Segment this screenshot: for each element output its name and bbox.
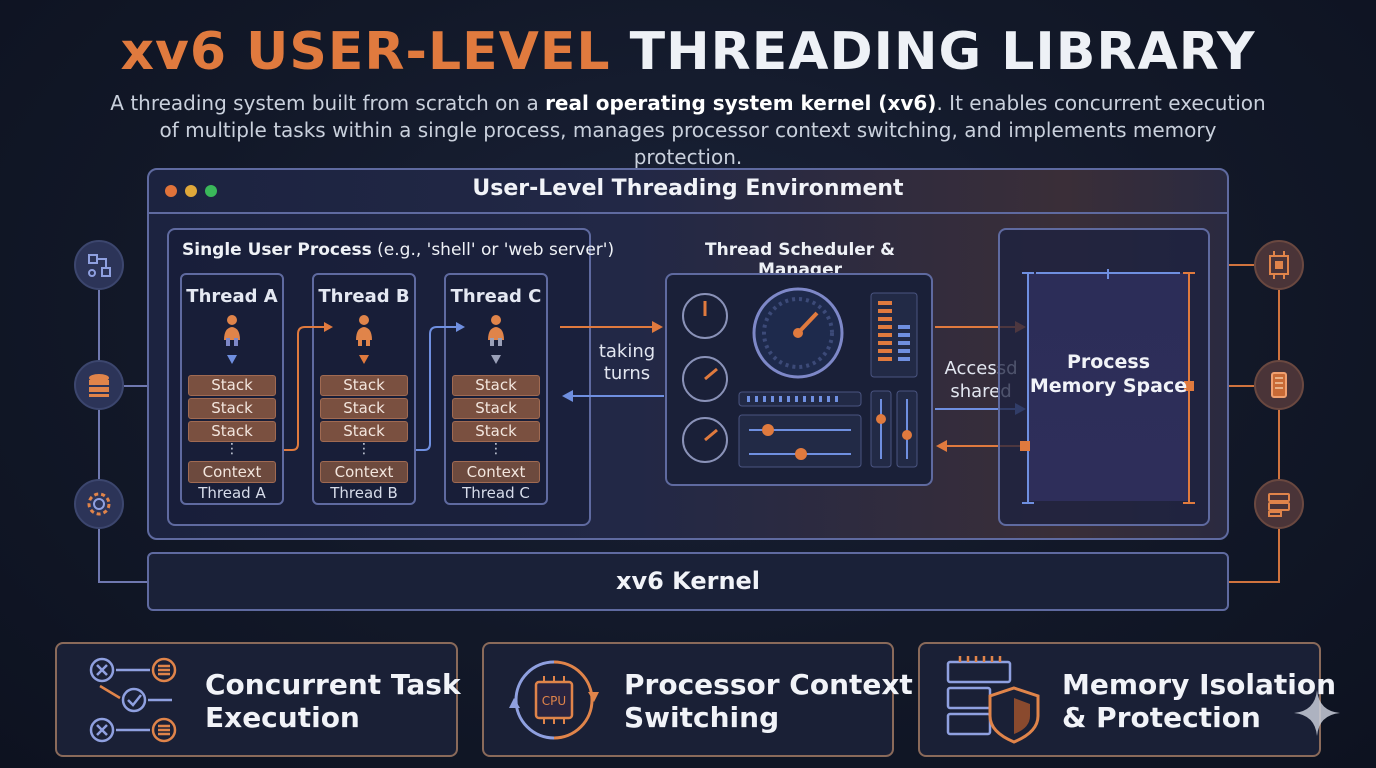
stack-row-b-1: Stack [320, 375, 408, 396]
stack-row-b-2: Stack [320, 398, 408, 419]
arrow-b-to-c [416, 326, 458, 451]
person-icon-a [224, 315, 240, 364]
subtitle-text-bold: real operating system kernel (xv6) [545, 91, 937, 115]
storage-icon [1254, 479, 1304, 529]
taking-turns-label: taking turns [598, 341, 656, 384]
person-icon-c [488, 315, 504, 364]
thread-footer-a: Thread A [198, 484, 266, 502]
sparkle-icon [1294, 690, 1340, 736]
stack-row-c-2: Stack [452, 398, 540, 419]
stack-row-c-1: Stack [452, 375, 540, 396]
stack-row-a-2: Stack [188, 398, 276, 419]
feature-label-context-switch-line2: Switching [624, 701, 780, 734]
title-accent: xv6 USER-LEVEL [120, 22, 611, 82]
gauge-small-3 [682, 417, 728, 463]
feature-label-concurrent-line1: Concurrent Task [205, 668, 461, 701]
thread-footer-c: Thread C [462, 484, 530, 502]
page-title: xv6 USER-LEVEL THREADING LIBRARY [0, 22, 1376, 82]
thread-footer-b: Thread B [330, 484, 398, 502]
kernel-bar [147, 552, 1229, 611]
thread-title-c: Thread C [450, 286, 542, 307]
database-icon [74, 360, 124, 410]
memory-shield-icon [946, 656, 1040, 744]
stack-ellipsis-b: ⋮ [357, 441, 371, 457]
stack-row-a-3: Stack [188, 421, 276, 442]
chip-icon [1254, 240, 1304, 290]
gear-cog-icon [74, 479, 124, 529]
window-dot-close [165, 185, 177, 197]
feature-label-memory-protection: Memory Isolation& Protection [1062, 668, 1336, 734]
context-block-a: Context [188, 461, 276, 483]
process-label: Single User Process (e.g., 'shell' or 'w… [182, 240, 614, 260]
window-dot-minimize [185, 185, 197, 197]
process-label-bold: Single User Process [182, 240, 372, 260]
memory-space-box [1028, 273, 1189, 501]
memory-space-label: Process Memory Space [1029, 351, 1188, 397]
title-main: THREADING LIBRARY [629, 22, 1256, 82]
stack-ellipsis-a: ⋮ [225, 441, 239, 457]
feature-label-memory-protection-line2: & Protection [1062, 701, 1261, 734]
thread-title-a: Thread A [186, 286, 278, 307]
scheduler-gauges [682, 287, 918, 468]
feature-label-memory-protection-line1: Memory Isolation [1062, 668, 1337, 701]
window-dot-maximize [205, 185, 217, 197]
workflow-icon [74, 240, 124, 290]
person-icon-b [356, 315, 372, 364]
feature-label-concurrent-line2: Execution [205, 701, 360, 734]
gauge-small-2 [682, 356, 728, 402]
environment-header [149, 170, 1227, 214]
cpu-chip-label: CPU [542, 694, 566, 708]
stack-row-a-1: Stack [188, 375, 276, 396]
cpu-cycle-icon: CPU [509, 660, 599, 740]
context-block-b: Context [320, 461, 408, 483]
task-flow-icon [89, 657, 177, 743]
gauge-small-1 [682, 293, 728, 339]
arrow-a-to-b [284, 326, 326, 451]
context-block-c: Context [452, 461, 540, 483]
level-meter [870, 292, 918, 378]
kernel-label: xv6 Kernel [615, 567, 761, 595]
environment-title: User-Level Threading Environment [472, 176, 904, 201]
memory-brackets [1020, 269, 1195, 504]
page-subtitle: A threading system built from scratch on… [110, 90, 1266, 171]
feature-label-context-switch-line1: Processor Context [624, 668, 913, 701]
subtitle-text-post: . It enables concurrent execution of mul… [159, 91, 1266, 169]
memory-module-icon [1254, 360, 1304, 410]
stack-row-c-3: Stack [452, 421, 540, 442]
thread-title-b: Thread B [318, 286, 410, 307]
subtitle-text-pre: A threading system built from scratch on… [110, 91, 546, 115]
stack-row-b-3: Stack [320, 421, 408, 442]
stack-ellipsis-c: ⋮ [489, 441, 503, 457]
process-label-rest: (e.g., 'shell' or 'web server') [371, 240, 615, 260]
feature-card-memory-protection [918, 642, 1321, 757]
progress-strip [738, 391, 862, 407]
